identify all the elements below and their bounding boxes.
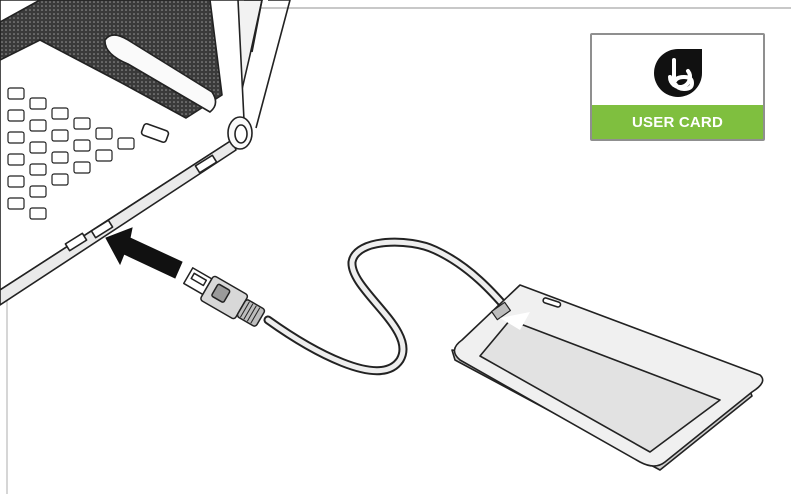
user-card: USER CARD	[590, 33, 765, 141]
card-label: USER CARD	[632, 114, 723, 131]
card-label-band: USER CARD	[592, 105, 763, 139]
card-reader-icon	[452, 285, 763, 470]
arrow-right-icon	[106, 228, 182, 278]
e-logo-icon	[652, 47, 704, 99]
usb-plug-icon	[181, 264, 268, 330]
